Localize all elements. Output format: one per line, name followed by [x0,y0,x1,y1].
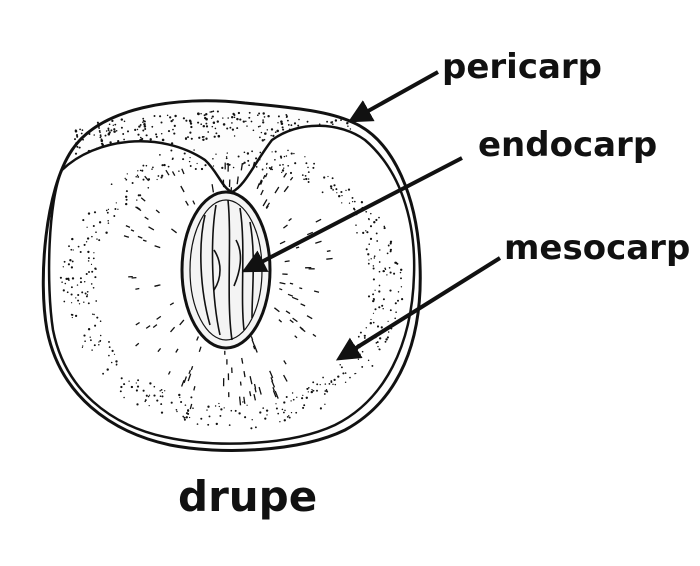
diagram-title: drupe [178,476,317,518]
endocarp-stone [182,192,270,348]
label-pericarp: pericarp [442,50,602,84]
label-endocarp: endocarp [478,128,657,162]
arrow-pericarp [352,72,438,120]
label-mesocarp: mesocarp [504,231,690,265]
